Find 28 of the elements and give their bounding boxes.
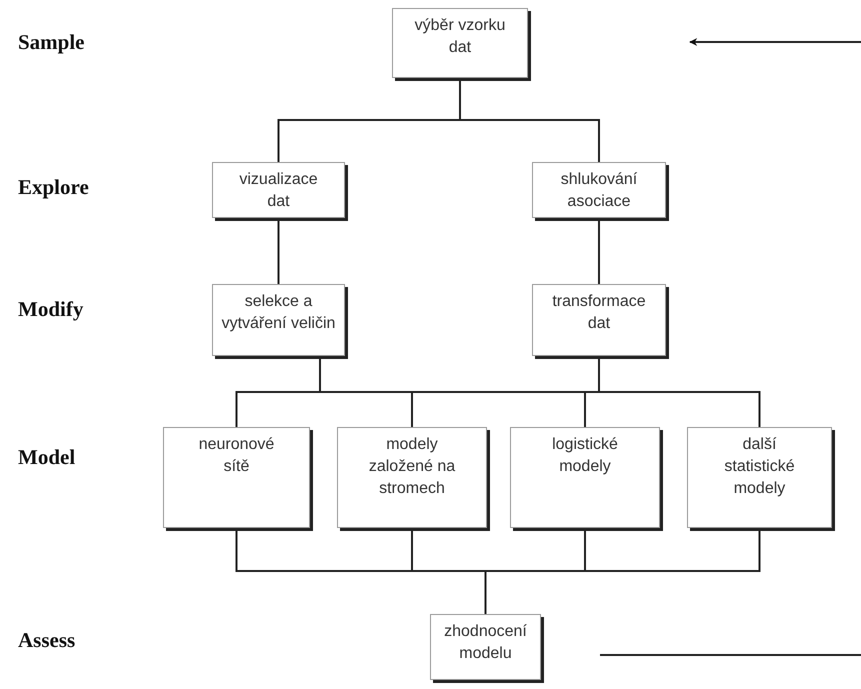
box-text: selekce a vytváření veličin — [220, 292, 336, 334]
stage-label: Modify — [18, 297, 84, 322]
box-text: další statistické modely — [723, 435, 796, 499]
process-box — [532, 162, 666, 218]
box-text: shlukování asociace — [560, 170, 638, 212]
process-box — [212, 162, 345, 218]
connector-line — [278, 218, 280, 284]
process-box — [392, 8, 528, 78]
process-box — [163, 427, 310, 528]
process-box — [337, 427, 487, 528]
process-box — [510, 427, 660, 528]
box-text: neuronové sítě — [198, 435, 276, 477]
stage-label: Assess — [18, 628, 76, 653]
box-text: vizualizace dat — [238, 170, 319, 212]
stage-label: Sample — [18, 30, 85, 55]
stage-label: Explore — [18, 175, 89, 200]
process-box — [532, 284, 666, 356]
box-text: zhodnocení modelu — [443, 622, 528, 664]
connector-line — [598, 218, 600, 284]
process-box — [212, 284, 345, 356]
connector-line — [484, 528, 760, 614]
stage-label: Model — [18, 445, 76, 470]
box-text: logistické modely — [551, 435, 619, 477]
process-box — [687, 427, 832, 528]
box-text: modely založené na stromech — [368, 435, 456, 499]
box-text: výběr vzorku dat — [414, 16, 506, 58]
box-text: transformace dat — [551, 292, 647, 334]
process-box — [430, 614, 541, 680]
